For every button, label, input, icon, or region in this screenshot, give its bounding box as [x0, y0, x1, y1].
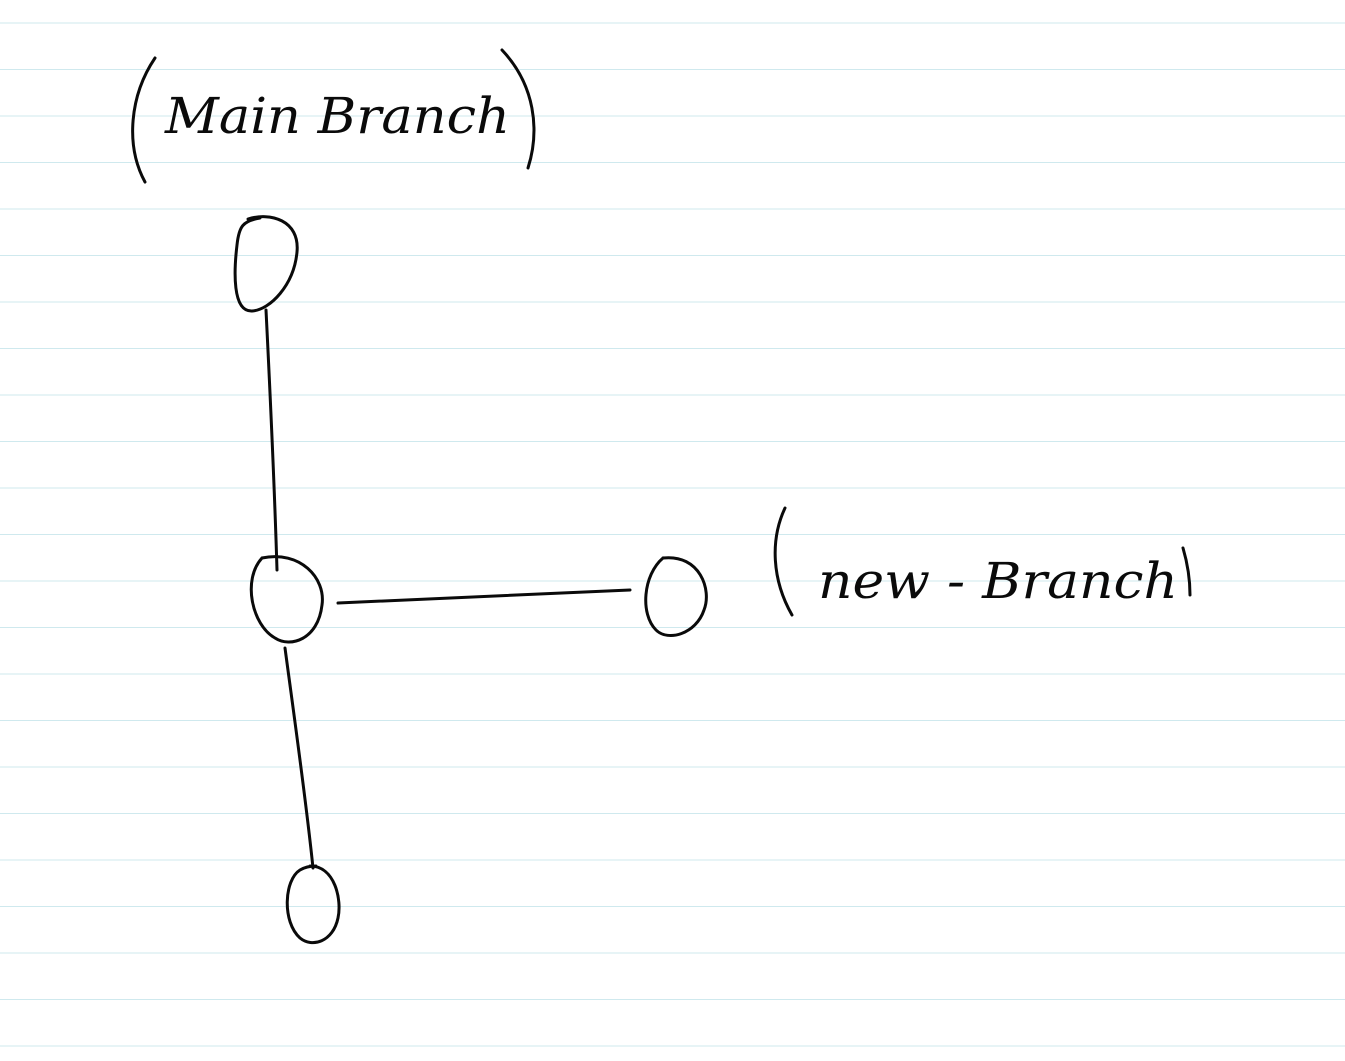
edge-center-to-bottom — [283, 646, 315, 870]
new-branch-text: new - Branch — [818, 552, 1178, 610]
node-bottom — [285, 864, 341, 944]
edge-top-to-center — [264, 308, 279, 572]
edge-center-to-right — [336, 588, 632, 605]
left-paren — [131, 56, 157, 184]
node-right — [644, 556, 708, 637]
right-paren — [1181, 546, 1192, 597]
right-paren — [500, 48, 536, 170]
node-center — [249, 555, 324, 644]
left-paren — [773, 506, 794, 617]
new-branch-label: new - Branch — [773, 506, 1192, 617]
node-top — [233, 215, 299, 313]
main-branch-text: Main Branch — [164, 87, 510, 145]
main-branch-label: Main Branch — [131, 48, 536, 184]
